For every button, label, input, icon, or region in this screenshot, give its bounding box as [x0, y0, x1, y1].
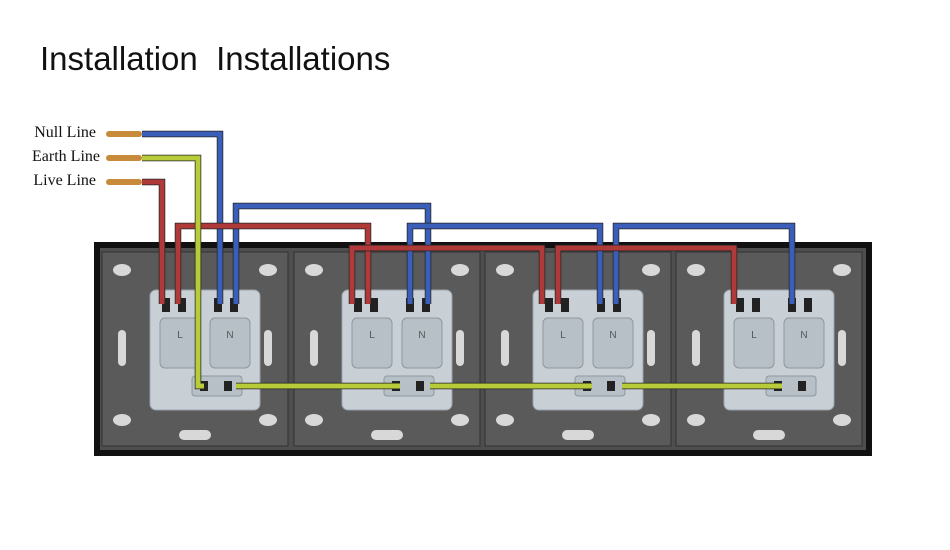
terminal-l: [542, 317, 584, 369]
live-wire-feed: [142, 179, 165, 304]
terminal-n-label: N: [226, 330, 233, 341]
screw-hole: [788, 298, 796, 312]
screw-hole: [798, 381, 806, 391]
screw-hole: [613, 298, 621, 312]
screw-hole: [406, 298, 414, 312]
screw-hole: [370, 298, 378, 312]
side-slot: [838, 330, 846, 366]
side-slot: [264, 330, 272, 366]
earth-line-label: Earth Line: [32, 148, 100, 165]
null-line-label: Null Line: [34, 124, 96, 141]
mounting-slot: [259, 264, 277, 276]
live-wire-jumper: [175, 223, 371, 304]
mounting-slot: [642, 264, 660, 276]
terminal-l: [159, 317, 201, 369]
earth-wire-end: [106, 155, 142, 161]
mounting-slot: [305, 414, 323, 426]
mounting-slot: [833, 414, 851, 426]
terminal-n-label: N: [800, 330, 807, 341]
side-slot: [456, 330, 464, 366]
mounting-slot: [496, 264, 514, 276]
terminal-l-label: L: [560, 330, 566, 341]
screw-hole: [597, 298, 605, 312]
terminal-l-label: L: [369, 330, 375, 341]
mounting-slot: [305, 264, 323, 276]
terminal-l-label: L: [177, 330, 183, 341]
live-line-label: Live Line: [33, 172, 96, 189]
screw-hole: [422, 298, 430, 312]
side-slot: [310, 330, 318, 366]
terminal-l-label: L: [751, 330, 757, 341]
screw-hole: [545, 298, 553, 312]
null-wire-jumper: [233, 203, 431, 304]
null-wire-jumper: [613, 223, 795, 304]
side-slot: [501, 330, 509, 366]
screw-hole: [804, 298, 812, 312]
side-slot: [647, 330, 655, 366]
terminal-n: [209, 317, 251, 369]
screw-hole: [752, 298, 760, 312]
bottom-slot: [753, 430, 785, 440]
bottom-slot: [371, 430, 403, 440]
mounting-slot: [833, 264, 851, 276]
terminal-l: [351, 317, 393, 369]
screw-hole: [607, 381, 615, 391]
diagram-title: Installation Installations: [40, 40, 391, 77]
wires-group: [142, 130, 796, 390]
screw-hole: [354, 298, 362, 312]
live-wire-jumper: [555, 245, 737, 304]
terminal-n-label: N: [418, 330, 425, 341]
screw-hole: [736, 298, 744, 312]
screw-hole: [230, 298, 238, 312]
mounting-slot: [496, 414, 514, 426]
screw-hole: [162, 298, 170, 312]
screw-hole: [178, 298, 186, 312]
screw-hole: [416, 381, 424, 391]
mounting-slot: [259, 414, 277, 426]
mounting-slot: [113, 264, 131, 276]
mounting-slot: [687, 264, 705, 276]
null-wire-end: [106, 131, 142, 137]
live-wire-end: [106, 179, 142, 185]
terminal-n-label: N: [609, 330, 616, 341]
live-wire-jumper: [349, 245, 545, 304]
terminal-n: [401, 317, 443, 369]
bottom-slot: [562, 430, 594, 440]
earth-wire-feed: [142, 155, 204, 389]
screw-hole: [214, 298, 222, 312]
terminal-l: [733, 317, 775, 369]
mounting-slot: [642, 414, 660, 426]
mounting-slot: [687, 414, 705, 426]
null-wire-feed: [142, 131, 223, 304]
bottom-slot: [179, 430, 211, 440]
mounting-slot: [451, 264, 469, 276]
wire-ends: [106, 131, 142, 185]
mounting-slot: [113, 414, 131, 426]
side-slot: [118, 330, 126, 366]
side-slot: [692, 330, 700, 366]
screw-hole: [561, 298, 569, 312]
screw-hole: [224, 381, 232, 391]
mounting-slot: [451, 414, 469, 426]
terminal-n: [783, 317, 825, 369]
terminal-n: [592, 317, 634, 369]
null-wire-jumper: [407, 223, 603, 304]
